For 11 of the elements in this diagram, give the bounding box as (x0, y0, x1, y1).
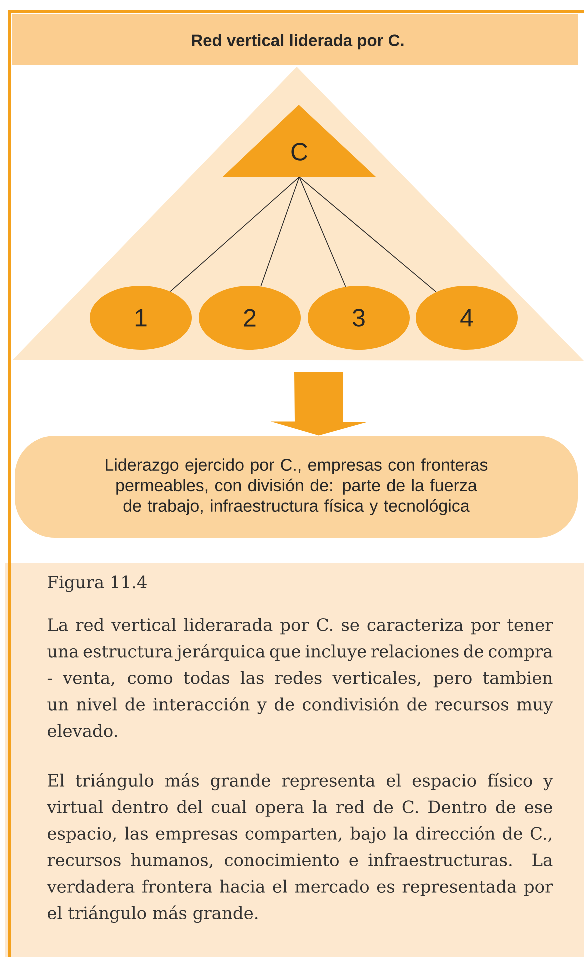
paragraph-text: La red vertical liderarada por C. se caracteriza por tener una estructura jerárquica que incluye relaciones de compra - venta, como todas las redes verticales, pero tambien un nivel de interacción y de condivisión de recursos muy elevado. (48, 618, 554, 738)
connector-line (299, 176, 346, 288)
block-arrow (271, 372, 368, 436)
paragraph-text: El triángulo más grande representa el espacio físico y virtual dentro del cual opera la red de C. Dentro de ese espacio, las empresas comparten, bajo la dirección de C., recursos humanos, conocimiento e infraestructuras. La verdadera frontera hacia el mercado es representada por el triángulo más grande. (47, 773, 554, 924)
leader-triangle: C (223, 105, 376, 177)
connector-line (260, 176, 300, 287)
figure-caption: Figura 11.4 (48, 576, 147, 592)
summary-box: Liderazgo ejercido por C., empresas con fronteras permeables, con división de: parte de la fuerza de trabajo, infraestructura física y tecnológica (15, 436, 578, 538)
connector-line (299, 176, 437, 293)
connector-line (170, 176, 300, 292)
title-bar: Red vertical liderada por C. (12, 14, 578, 65)
